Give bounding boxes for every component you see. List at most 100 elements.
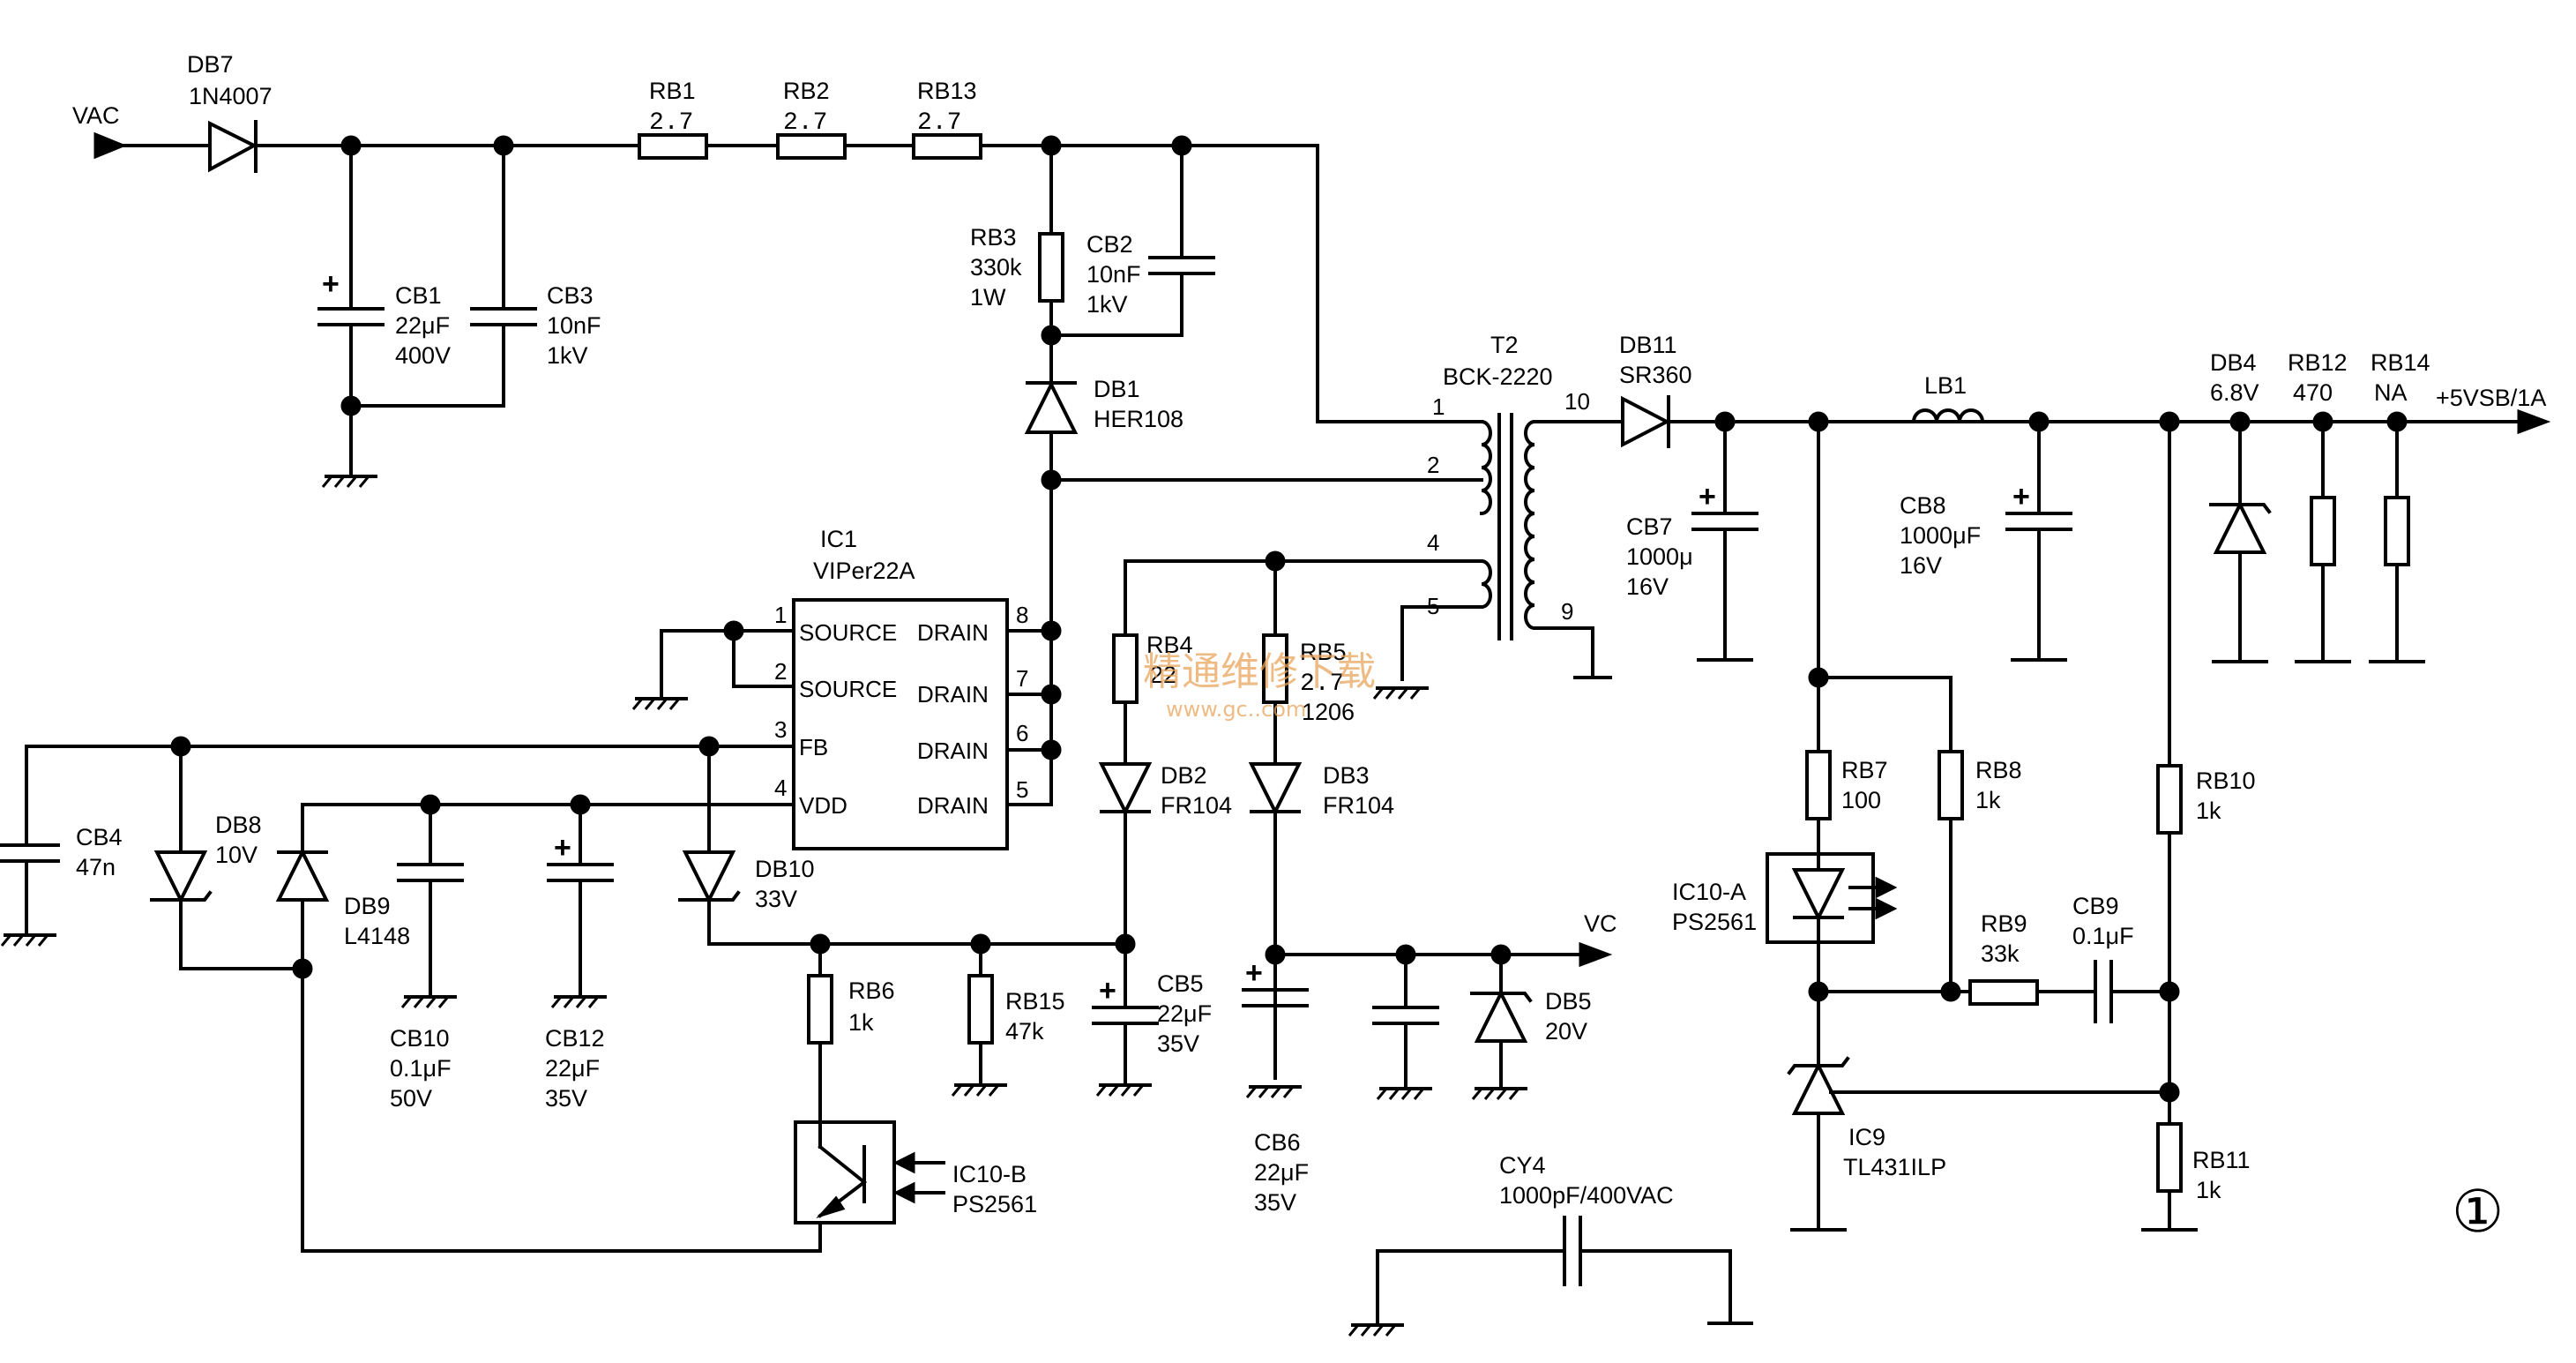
rb15-value: 47k	[1005, 1018, 1044, 1045]
ic9-value: TL431ILP	[1843, 1154, 1946, 1180]
cb2-value: 10nF	[1086, 261, 1141, 288]
svg-text:+: +	[1245, 956, 1263, 990]
ic1-pin2: 2	[774, 658, 787, 685]
rb7-resistor	[1805, 750, 1832, 820]
db2-diode	[1098, 762, 1153, 816]
ic1-body	[792, 598, 1009, 850]
vc-output: +	[1242, 941, 1613, 1101]
cb6-voltage: 35V	[1254, 1189, 1296, 1216]
rb2-ref: RB2	[783, 78, 830, 104]
cb3-value: 10nF	[547, 312, 601, 339]
rb4-ref: RB4	[1146, 632, 1193, 658]
db1-ref: DB1	[1094, 376, 1140, 402]
cb12-ref: CB12	[545, 1025, 605, 1052]
rb12-resistor	[2310, 496, 2336, 566]
db4-value: 6.8V	[2210, 379, 2259, 406]
rb13-ref: RB13	[917, 78, 977, 104]
db5-zener	[1474, 989, 1528, 1043]
ic1-viper22a	[25, 598, 1053, 850]
cb10-ref: CB10	[390, 1025, 450, 1052]
cy4-ref: CY4	[1499, 1152, 1546, 1179]
labels: VAC DB7 1N4007 RB1 2.7 RB2 2.7 RB13 2.7 …	[72, 51, 2546, 1246]
rb2-value: 2.7	[783, 109, 827, 137]
ic10b-value: PS2561	[952, 1191, 1037, 1217]
cb9-value: 0.1μF	[2072, 923, 2134, 949]
rb14-resistor	[2384, 496, 2410, 566]
db8-value: 10V	[215, 842, 258, 868]
rb6-ref: RB6	[848, 977, 895, 1004]
cb6-value: 22μF	[1254, 1159, 1309, 1186]
ic1-drain6: DRAIN	[917, 738, 989, 764]
cb1-cb3-group: +	[317, 144, 537, 489]
ic10a-value: PS2561	[1672, 909, 1757, 935]
db2-value: FR104	[1161, 792, 1232, 819]
rb7-ref: RB7	[1841, 757, 1888, 783]
rb3-ref: RB3	[970, 224, 1017, 251]
rb9-ref: RB9	[1981, 910, 2027, 937]
watermark: 精通维修下载 www.gc..com	[1143, 649, 1376, 722]
ic1-source2: SOURCE	[799, 676, 897, 702]
db3-value: FR104	[1323, 792, 1394, 819]
aux-rectifiers	[1098, 550, 1303, 1080]
cb3-ref: CB3	[547, 282, 594, 309]
ic10b-phototransistor	[794, 1120, 945, 1224]
svg-text:+: +	[322, 267, 340, 301]
t2-pin5: 5	[1427, 593, 1439, 619]
cb5-voltage: 35V	[1157, 1030, 1199, 1057]
rb12-ref: RB12	[2288, 349, 2348, 376]
ic1-source1: SOURCE	[799, 619, 897, 646]
ic1-drain7: DRAIN	[917, 681, 989, 708]
db1-value: HER108	[1094, 406, 1183, 432]
rb9-value: 33k	[1981, 940, 2020, 967]
cb1-ref: CB1	[395, 282, 442, 309]
rb10-resistor	[2156, 764, 2183, 835]
db11-ref: DB11	[1619, 332, 1677, 358]
rb5-package: 1206	[1302, 699, 1355, 725]
t2-pin2: 2	[1427, 452, 1439, 478]
rb1-resistor	[638, 133, 708, 160]
vc-arrow-icon	[1579, 941, 1613, 968]
rb11-ref: RB11	[2192, 1147, 2251, 1173]
cb8-value: 1000μF	[1900, 522, 1981, 549]
figure-number: ①	[2452, 1178, 2504, 1246]
cb5-value: 22μF	[1157, 1000, 1212, 1027]
input-rail	[93, 120, 1437, 423]
rb14-ref: RB14	[2371, 349, 2430, 376]
vac-label: VAC	[72, 102, 120, 129]
t2-value: BCK-2220	[1443, 363, 1553, 390]
rb11-value: 1k	[2196, 1177, 2221, 1203]
cb2-ref: CB2	[1086, 231, 1133, 258]
ic1-pin6: 6	[1016, 720, 1028, 746]
db9-ref: DB9	[344, 893, 391, 919]
ic9-tl431	[1791, 1061, 1846, 1115]
cb5-ref: CB5	[1157, 970, 1204, 997]
cb10-value: 0.1μF	[390, 1055, 452, 1082]
secondary-output: + +	[1621, 395, 2551, 986]
watermark-main: 精通维修下载	[1143, 649, 1376, 694]
db9-value: L4148	[344, 923, 410, 949]
rb10-ref: RB10	[2196, 768, 2256, 794]
rb14-value: NA	[2374, 379, 2408, 406]
rb8-resistor	[1938, 750, 1964, 820]
rb3-value: 330k	[970, 254, 1022, 281]
snubber-group	[1024, 144, 1437, 760]
cb7-ref: CB7	[1626, 513, 1673, 540]
rb6-resistor	[807, 974, 833, 1045]
db4-zener	[2213, 500, 2267, 554]
db7-ref: DB7	[187, 51, 234, 78]
rb7-value: 100	[1841, 787, 1881, 813]
cy4-capacitor	[1348, 1216, 1753, 1337]
cb10-voltage: 50V	[390, 1085, 432, 1112]
ic1-ref: IC1	[820, 526, 857, 552]
rb11-resistor	[2156, 1122, 2183, 1193]
ic1-pin3: 3	[774, 716, 787, 743]
cb1-voltage: 400V	[395, 342, 451, 369]
ic1-vdd: VDD	[799, 792, 847, 819]
db1-diode	[1024, 380, 1079, 434]
db3-diode	[1248, 762, 1303, 816]
db5-value: 20V	[1545, 1018, 1587, 1045]
secondary-feedback	[1766, 420, 2198, 1232]
rb5-ref: RB5	[1300, 639, 1347, 665]
svg-text:+: +	[554, 831, 571, 865]
